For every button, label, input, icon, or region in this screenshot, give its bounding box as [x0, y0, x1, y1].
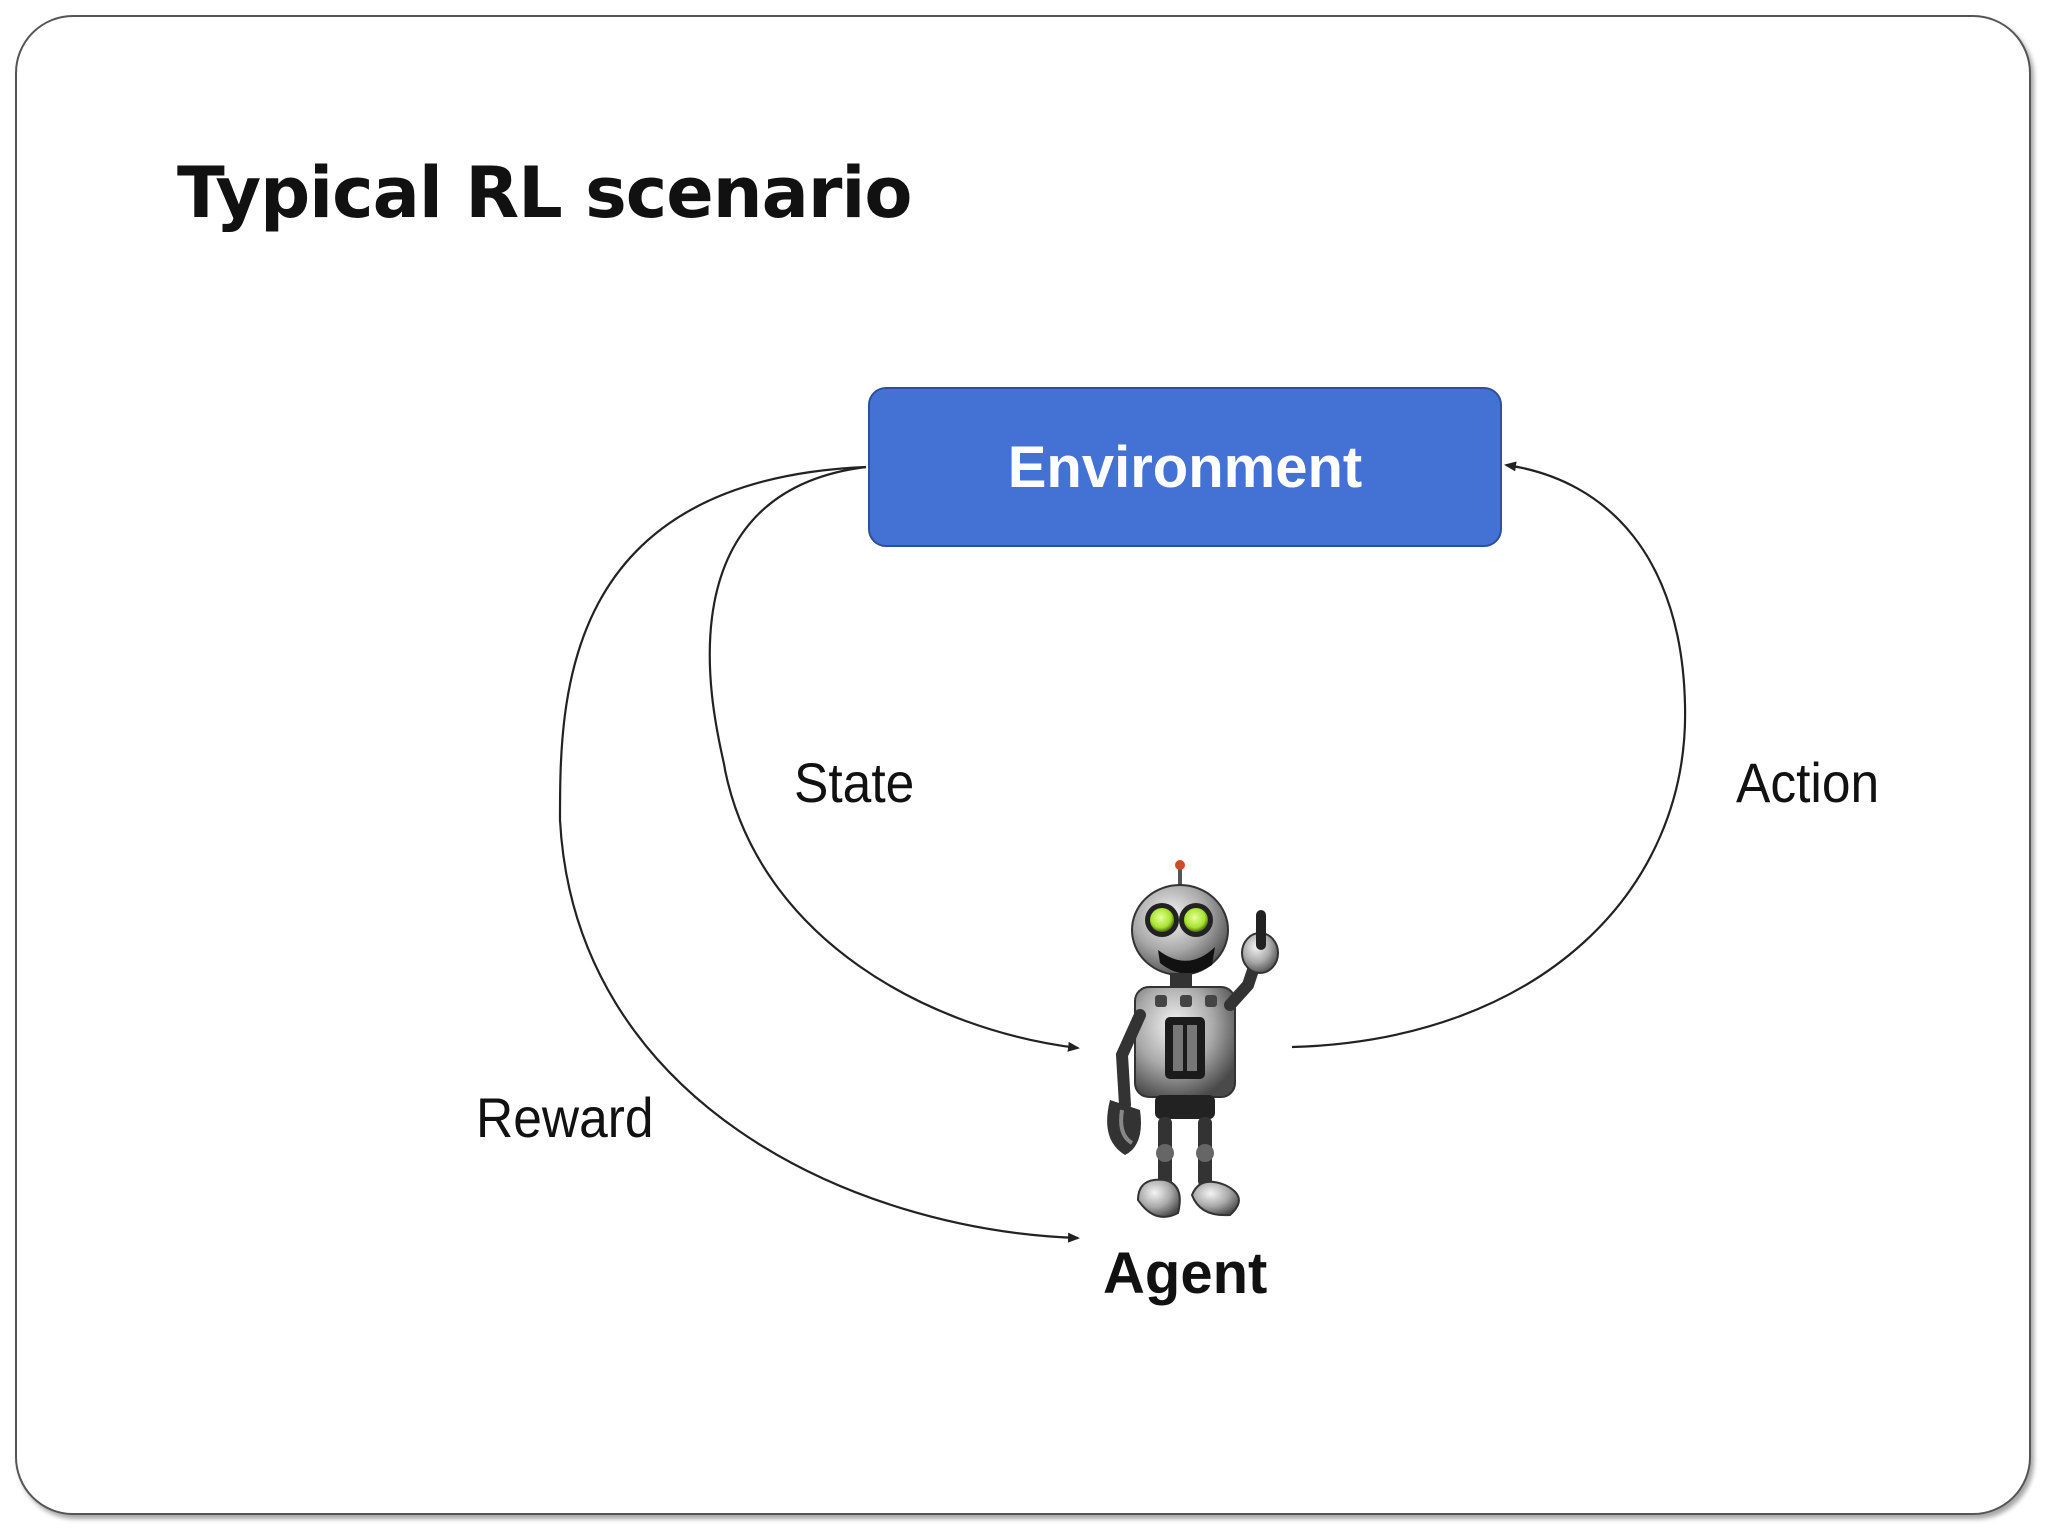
reward-label: Reward [476, 1086, 654, 1149]
agent-label: Agent [1103, 1241, 1268, 1306]
environment-node: Environment [868, 387, 1502, 547]
state-label: State [794, 751, 915, 814]
environment-label: Environment [1007, 434, 1363, 500]
action-label: Action [1736, 751, 1880, 814]
state-arrow [708, 465, 1080, 1052]
slide-frame [15, 15, 2031, 1515]
robot-icon [1107, 860, 1279, 1218]
slide-title: Typical RL scenario [177, 152, 912, 234]
action-arrow [1291, 461, 1687, 1049]
reward-arrow [558, 465, 1080, 1243]
